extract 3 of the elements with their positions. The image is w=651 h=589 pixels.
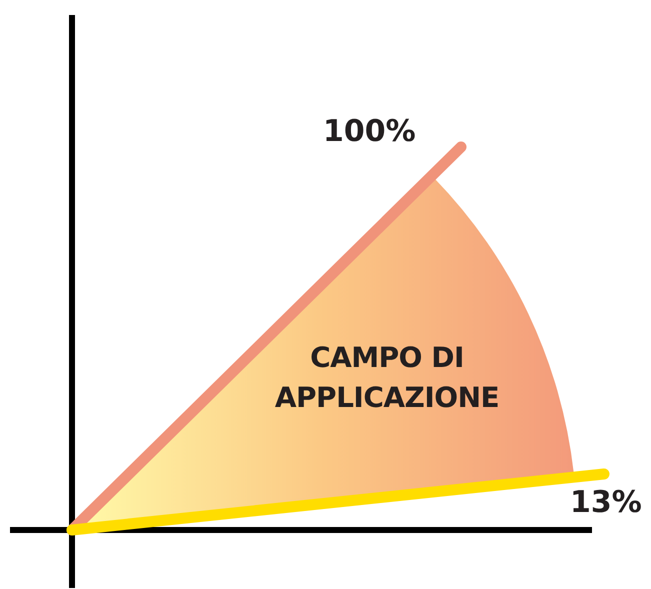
region-label: CAMPO DI APPLICAZIONE	[274, 340, 500, 416]
percentage-label: 100%	[323, 114, 416, 149]
percentage-label: 13%	[570, 485, 642, 520]
